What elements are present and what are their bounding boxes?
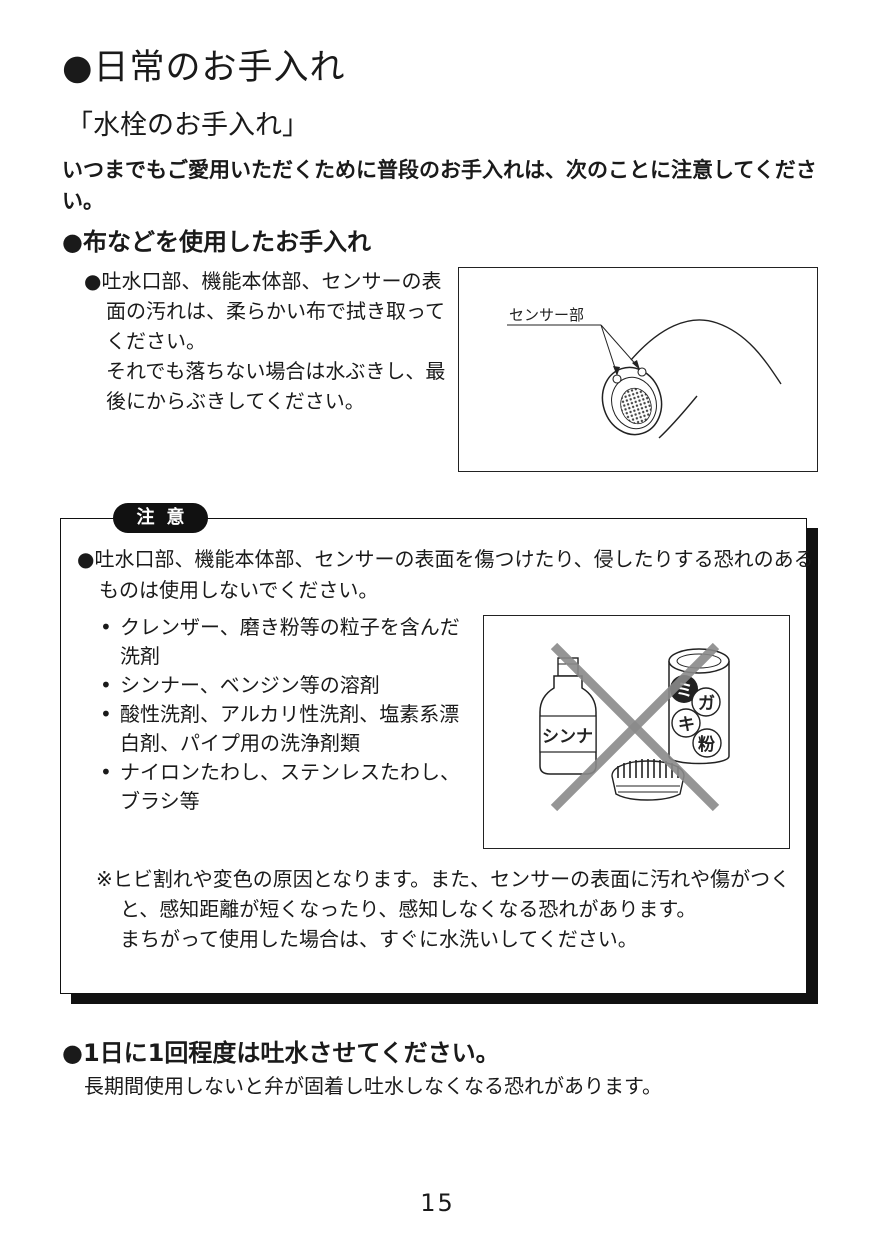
intro-text: いつまでもご愛用いただくために普段のお手入れは、次のことに注意してください。 [62, 158, 817, 213]
page-title: ●日常のお手入れ [62, 48, 346, 88]
bullet-mark: • [100, 673, 112, 697]
svg-text:粉: 粉 [698, 734, 715, 755]
prohibited-items-list: •クレンザー、磨き粉等の粒子を含んだ洗剤 •シンナー、ベンジン等の溶剤 •酸性洗… [100, 613, 470, 816]
list-item: •酸性洗剤、アルカリ性洗剤、塩素系漂白剤、パイプ用の洗浄剤類 [100, 702, 460, 755]
note-line-1: ヒビ割れや変色の原因となります。また、センサーの表面に汚れや傷がつくと、感知距離… [112, 867, 791, 921]
list-item: •シンナー、ベンジン等の溶剤 [100, 671, 470, 700]
svg-text:ガ: ガ [698, 694, 715, 714]
prohibited-cross-icon [550, 642, 720, 812]
svg-text:キ: キ [678, 715, 695, 735]
caution-badge: 注意 [113, 503, 208, 533]
bullet-mark: ● [84, 269, 102, 293]
note-mark: ※ [96, 867, 113, 891]
note-line-2: まちがって使用した場合は、すぐに水洗いしてください。 [120, 927, 638, 951]
cloth-care-line-2: それでも落ちない場合は水ぶきし、最後にからぶきしてください。 [106, 359, 446, 413]
bullet-mark: • [100, 760, 112, 784]
prohibited-cleaners-illustration: シンナ ミ ガ キ 粉 [539, 642, 730, 812]
bottle-label: シンナ [542, 727, 593, 747]
caution-note: ※ヒビ割れや変色の原因となります。また、センサーの表面に汚れや傷がつくと、感知距… [96, 864, 820, 954]
cloth-care-text: ●吐水口部、機能本体部、センサーの表面の汚れは、柔らかい布で拭き取ってください。… [84, 266, 456, 416]
prohibited-cleaners-figure: シンナ ミ ガ キ 粉 [483, 615, 790, 849]
caution-main-line: 吐水口部、機能本体部、センサーの表面を傷つけたり、侵したりする恐れのあるものは使… [94, 547, 814, 602]
bullet-mark: ● [77, 547, 95, 571]
daily-use-heading: ●1日に1回程度は吐水させてください。 [62, 1039, 500, 1067]
faucet-sensor-illustration: センサー部 [507, 306, 782, 439]
section-subtitle: 「水栓のお手入れ」 [66, 110, 309, 141]
daily-use-text: 長期間使用しないと弁が固着し吐水しなくなる恐れがあります。 [84, 1074, 662, 1098]
sensor-label: センサー部 [509, 306, 584, 324]
brush-icon [611, 759, 685, 801]
list-item: •ナイロンたわし、ステンレスたわし、ブラシ等 [100, 760, 460, 813]
bullet-mark: • [100, 702, 112, 726]
sensor-figure: センサー部 [458, 267, 818, 472]
cloth-care-line-1: 吐水口部、機能本体部、センサーの表面の汚れは、柔らかい布で拭き取ってください。 [101, 269, 445, 353]
page-number: 15 [420, 1189, 455, 1217]
list-item: •クレンザー、磨き粉等の粒子を含んだ洗剤 [100, 615, 460, 668]
cloth-care-heading: ●布などを使用したお手入れ [62, 228, 371, 256]
caution-main-text: ●吐水口部、機能本体部、センサーの表面を傷つけたり、侵したりする恐れのあるものは… [77, 544, 814, 606]
thinner-bottle-icon: シンナ [539, 657, 597, 775]
bullet-mark: • [100, 615, 112, 639]
